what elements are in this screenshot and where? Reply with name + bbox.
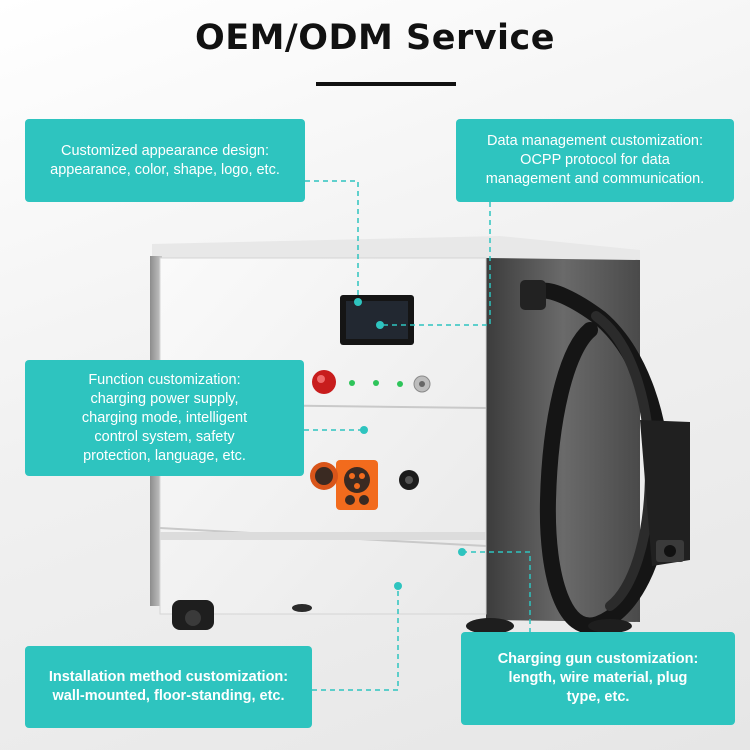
- leader-dot-install: [394, 582, 402, 590]
- leader-dot-function: [360, 426, 368, 434]
- leader-dot-appearance: [354, 298, 362, 306]
- ccs-socket-icon: [310, 460, 378, 510]
- status-led-icon: [349, 380, 355, 386]
- display-screen-icon: [340, 295, 414, 345]
- caster-wheel-icon: [588, 619, 632, 633]
- leader-dot-data: [376, 321, 384, 329]
- leader-line-data: [380, 202, 491, 326]
- status-led-icon: [397, 381, 403, 387]
- leader-dot-gun: [458, 548, 466, 556]
- title-underline: [316, 82, 456, 86]
- callout-data-management: Data management customization: OCPP prot…: [456, 119, 734, 202]
- aux-connector-icon: [399, 470, 419, 490]
- leader-line-install: [312, 586, 399, 691]
- cabinet-top: [152, 236, 640, 262]
- callout-charging-gun: Charging gun customization: length, wire…: [461, 632, 735, 725]
- callout-function-customization: Function customization: charging power s…: [25, 360, 304, 476]
- bottom-rail: [160, 532, 486, 540]
- caster-wheel-icon: [292, 604, 312, 612]
- key-switch-icon: [413, 375, 431, 393]
- callout-appearance-design: Customized appearance design: appearance…: [25, 119, 305, 202]
- leader-line-gun: [462, 551, 531, 632]
- page-title: OEM/ODM Service: [194, 18, 556, 58]
- caster-wheel-icon: [466, 618, 514, 634]
- callout-installation-method: Installation method customization: wall-…: [25, 646, 312, 728]
- status-led-icon: [373, 380, 379, 386]
- charging-gun-icon: [520, 280, 690, 634]
- caster-wheel-icon: [172, 600, 214, 630]
- cabinet-side-panel: [486, 258, 640, 622]
- emergency-stop-button-icon: [312, 370, 336, 394]
